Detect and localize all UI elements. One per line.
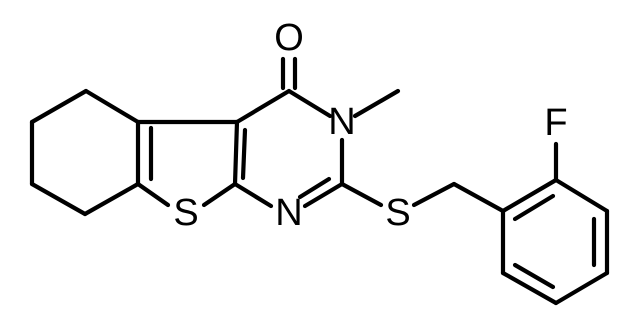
bond-pyrimidine-double-inner-right: [297, 176, 332, 200]
bond-pyrimidine-n1-c8a: [232, 181, 274, 209]
atom-label-layer: O N N S S F: [173, 17, 567, 234]
bond-sulfur-ch2: [411, 181, 457, 208]
nitrogen-methyl-label: N: [328, 101, 355, 143]
bond-pyrimidine-c4-n3: [286, 88, 333, 119]
bond-layer: [29, 56, 610, 306]
nitrogen-ring-label: N: [275, 192, 302, 234]
bond-pyrimidine-double-inner-left: [240, 127, 248, 181]
bond-c6-c1: [29, 88, 89, 125]
bond-c1-c2: [83, 88, 141, 125]
bond-pyrimidine-c4-c4a: [234, 88, 292, 125]
bond-c2-sulfur: [339, 181, 384, 208]
bond-aryl-2-3: [553, 177, 610, 214]
bond-aryl-1-2: [500, 177, 559, 214]
bond-thiophene-c3a-s: [201, 181, 238, 208]
bond-aryl-double-1: [512, 193, 556, 222]
bond-thiophene-s-c7a: [135, 181, 171, 208]
oxygen-label: O: [274, 17, 304, 59]
bond-n-methyl: [352, 88, 401, 119]
bond-aryl-double-3: [512, 262, 556, 290]
bond-ch2-aryl: [451, 181, 506, 214]
bond-aryl-5-6: [500, 270, 559, 306]
bond-pyrimidine-c2-n1: [302, 181, 345, 209]
bond-c4-c5: [29, 181, 88, 217]
bond-thiophene-c3-c3a: [232, 119, 240, 187]
fluorine-label: F: [544, 102, 567, 144]
sulfur-thiophene-label: S: [173, 192, 198, 234]
sulfur-thioether-label: S: [385, 192, 410, 234]
bond-c3-c4: [82, 181, 141, 217]
bond-aryl-4-5: [553, 270, 610, 306]
